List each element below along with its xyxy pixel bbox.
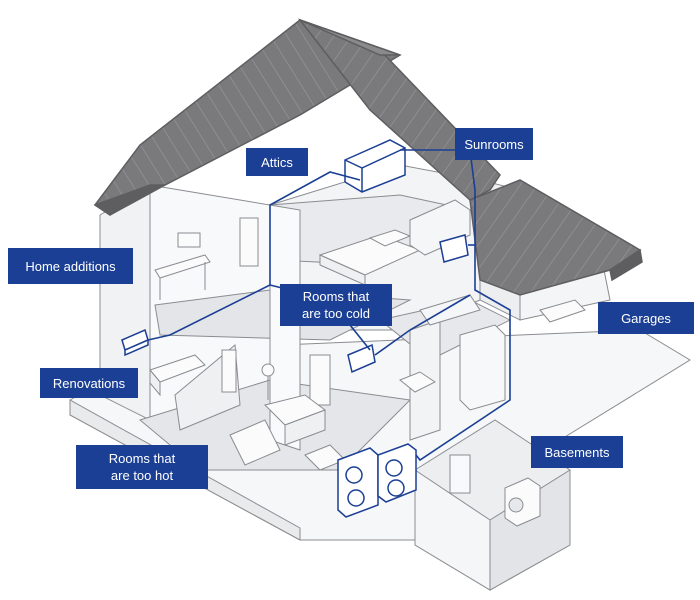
label-rooms-too-cold-line2: are too cold (302, 306, 370, 321)
label-sunrooms: Sunrooms (455, 128, 533, 160)
label-home-additions-text: Home additions (25, 258, 116, 274)
label-home-additions: Home additions (8, 248, 133, 284)
wall-unit-sunroom-icon (439, 234, 469, 263)
label-garages: Garages (598, 302, 694, 334)
label-attics-text: Attics (261, 154, 293, 170)
outdoor-unit-2-icon (377, 443, 417, 503)
label-rooms-too-hot-line2: are too hot (110, 468, 174, 483)
attic-ac-unit-icon (344, 139, 406, 193)
wall-unit-center-icon (347, 343, 376, 374)
label-sunrooms-text: Sunrooms (464, 136, 524, 152)
label-basements-text: Basements (544, 444, 610, 460)
label-attics: Attics (246, 148, 308, 176)
label-rooms-too-hot-line1: Rooms that (108, 451, 176, 466)
label-rooms-too-hot: Rooms that are too hot (76, 445, 208, 489)
label-basements: Basements (531, 436, 623, 468)
main-roof (93, 18, 501, 216)
light-fixture-icon (261, 363, 275, 400)
garage-roof (469, 179, 643, 296)
furniture (149, 199, 586, 471)
label-renovations: Renovations (40, 368, 138, 398)
label-rooms-too-cold: Rooms that are too cold (280, 284, 392, 326)
label-garages-text: Garages (621, 310, 671, 326)
label-renovations-text: Renovations (52, 375, 126, 391)
washing-machine-icon (504, 477, 541, 527)
label-rooms-too-cold-line1: Rooms that (302, 289, 370, 304)
outdoor-unit-1-icon (337, 447, 379, 518)
